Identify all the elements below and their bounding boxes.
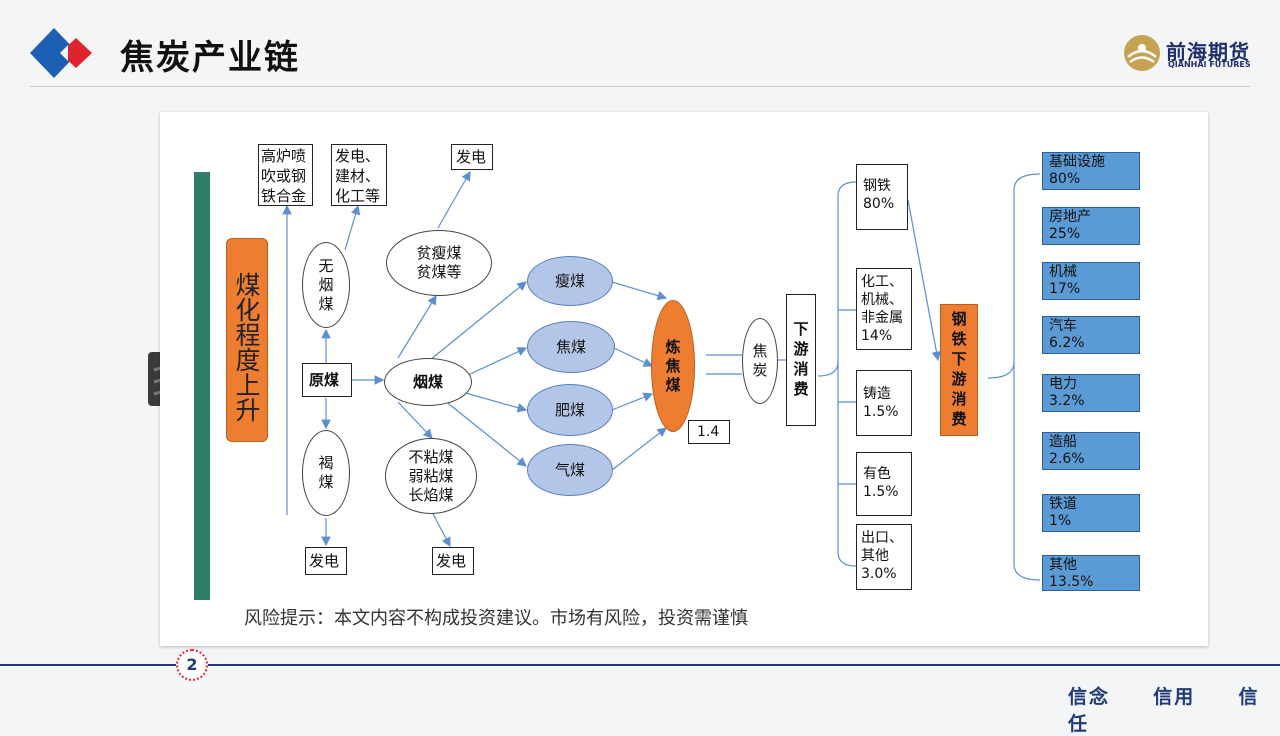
node-lianjiaomei: 炼焦煤 [651, 300, 695, 432]
node-hemei: 褐煤 [302, 430, 350, 516]
company-logo-icon [1122, 33, 1162, 73]
slogan-item: 信用 [1153, 686, 1196, 708]
connector-lines [282, 170, 1041, 581]
node-ratio: 1.4 [688, 420, 730, 444]
node-pinshoumei: 贫瘦煤 贫煤等 [386, 230, 492, 296]
node-shoumei: 瘦煤 [527, 256, 613, 306]
node-gangtie-xiayou: 钢铁下游消费 [940, 304, 978, 436]
node-yuanmei: 原煤 [302, 363, 352, 397]
node-feimei: 肥煤 [527, 384, 613, 436]
vertical-accent-bar [194, 172, 210, 600]
company-logo-text: 前海期货 [1166, 40, 1250, 64]
node-fadian-top: 发电 [451, 144, 493, 170]
node-wuyanmei: 无烟煤 [302, 242, 350, 328]
page-number: 2 [186, 655, 198, 674]
node-xiayou: 下游消费 [786, 294, 816, 426]
node-fadian-bottom-mid: 发电 [432, 547, 474, 575]
brand-diamond-icon [30, 28, 96, 78]
node-qimei: 气煤 [527, 444, 613, 496]
company-logo-subtext: QIANHAI FUTURES [1168, 60, 1251, 69]
node-bunianmei: 不粘煤 弱粘煤 长焰煤 [385, 438, 477, 514]
header-divider [30, 86, 1250, 87]
page-number-badge: 2 [176, 649, 208, 681]
node-jiaomei: 焦煤 [527, 321, 615, 373]
node-fadian-bottom-left: 发电 [305, 547, 347, 575]
slogan-item: 信念 [1068, 686, 1111, 708]
footer-slogan: 信念 信用 信任 [1068, 682, 1280, 736]
footer-divider [0, 664, 1280, 666]
node-gaolu: 高炉喷吹或钢铁合金 [258, 144, 313, 206]
node-jiaotan: 焦炭 [742, 318, 778, 404]
coalification-label: 煤化程度上升 [226, 238, 268, 442]
node-fadian-jiancai: 发电、建材、化工等 [331, 144, 387, 206]
risk-notice: 风险提示：本文内容不构成投资建议。市场有风险，投资需谨慎 [244, 608, 748, 629]
page-title: 焦炭产业链 [120, 38, 300, 78]
node-yanmei: 烟煤 [384, 358, 472, 406]
